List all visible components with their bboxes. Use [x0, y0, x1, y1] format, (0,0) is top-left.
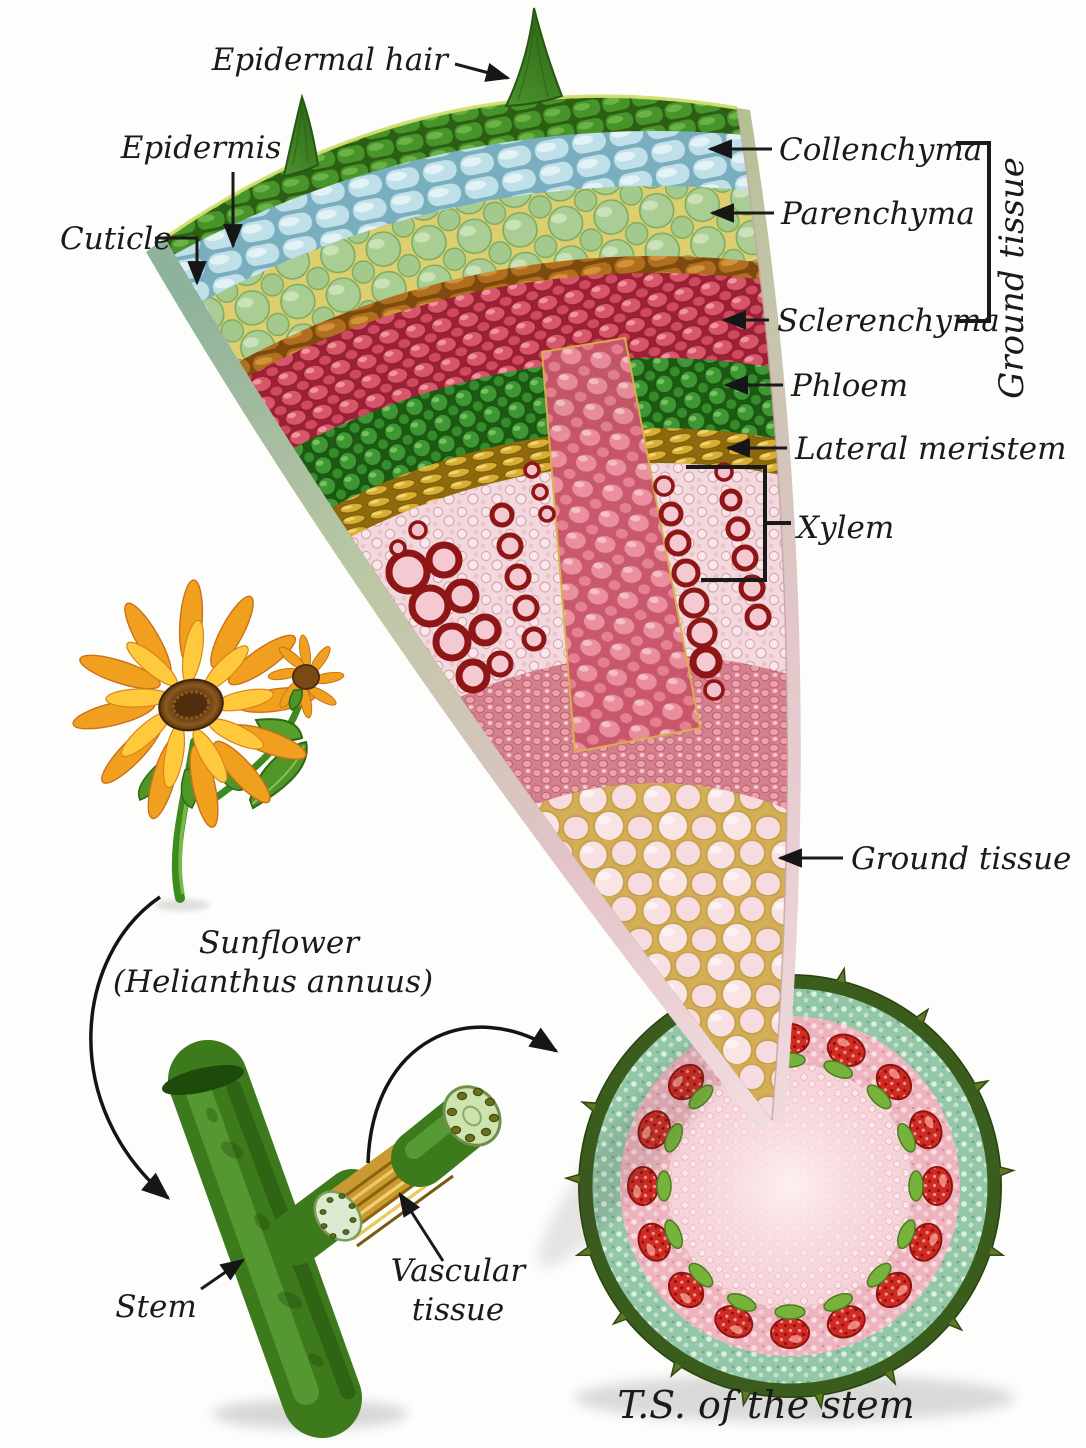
- ts-caption: T.S. of the stem: [617, 1383, 914, 1427]
- ts-pith-glow: [672, 1068, 908, 1304]
- label-vascular-tissue-line1: Vascular: [391, 1253, 528, 1289]
- wedge-cast-shadow: [538, 1012, 742, 1268]
- medullary-ray: [540, 336, 702, 754]
- label-parenchyma: Parenchyma: [780, 196, 975, 232]
- xylem-vessels-right: [653, 462, 772, 701]
- label-ground-tissue-pith: Ground tissue: [851, 841, 1071, 877]
- cuticle-arrow: [155, 236, 207, 286]
- label-phloem: Phloem: [790, 368, 908, 404]
- stem-arrow: [200, 1258, 246, 1291]
- sunflower-to-stem-arrow: [89, 895, 171, 1200]
- branch-bundle-dots: [446, 1087, 500, 1143]
- xylem-vessels-left: [385, 461, 556, 694]
- sunflower-illustration: [72, 579, 345, 911]
- label-vascular-tissue-line2: tissue: [412, 1292, 505, 1328]
- label-cuticle: Cuticle: [60, 221, 172, 257]
- vascular-tissue-arrow: [398, 1191, 445, 1262]
- annotations: Epidermal hair Epidermis Cuticle Collenc…: [60, 42, 1071, 1427]
- epidermal-hairs: [282, 7, 564, 178]
- stub-bundle-dots: [319, 1193, 357, 1239]
- ts-cross-section-illustration: [538, 965, 1015, 1422]
- stem-texture: [206, 1107, 324, 1367]
- sunflower-bud: [267, 634, 345, 719]
- label-ground-tissue-bracket: Ground tissue: [992, 157, 1032, 399]
- stem-figure-illustration: [161, 1040, 502, 1438]
- cuticle-line: [164, 94, 738, 240]
- label-lateral-meristem: Lateral meristem: [794, 431, 1067, 467]
- label-collenchyma: Collenchyma: [779, 132, 982, 168]
- label-plant-scientific-name: (Helianthus annuus): [113, 964, 433, 1000]
- label-epidermis: Epidermis: [120, 130, 282, 166]
- label-stem: Stem: [115, 1289, 196, 1325]
- label-xylem: Xylem: [795, 510, 894, 546]
- stem-top-cut: [161, 1064, 245, 1096]
- wedge-left-face: [146, 238, 772, 1128]
- sunflower-head: [72, 579, 317, 828]
- epidermal-hair-arrow: [454, 62, 511, 82]
- stem-to-ts-arrow: [366, 1025, 559, 1164]
- epidermal-hair-small: [282, 93, 320, 178]
- ts-shadow: [575, 1374, 1015, 1422]
- label-plant-common-name: Sunflower: [199, 925, 361, 961]
- wedge-right-face: [737, 108, 801, 1127]
- epidermal-hair-large: [504, 7, 564, 108]
- label-epidermal-hair: Epidermal hair: [211, 42, 450, 78]
- ground-tissue-bracket: [956, 141, 991, 323]
